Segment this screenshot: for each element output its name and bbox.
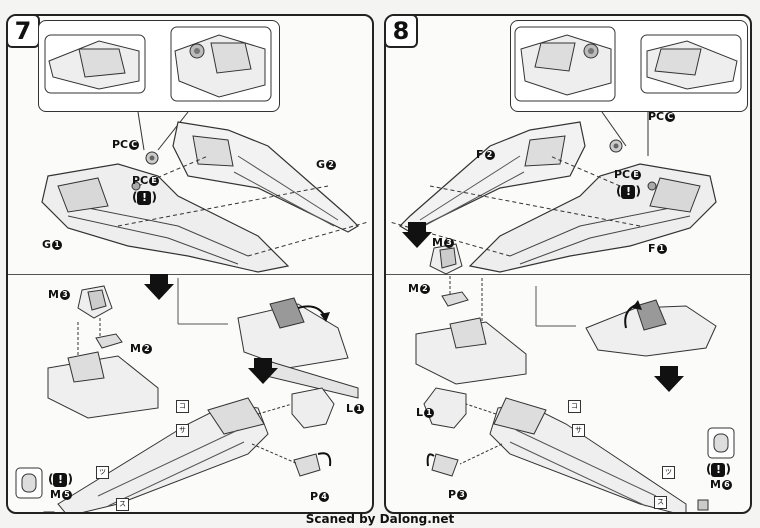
sticker-tag: コ [568,400,581,413]
sticker-tag: サ [572,424,585,437]
caution-mark: (!) [132,190,157,205]
step-number: 8 [386,16,418,48]
sticker-tag: サ [176,424,189,437]
down-arrow-icon [402,222,432,248]
section-divider [386,274,750,275]
scan-credit: Scaned by Dalong.net [305,512,455,526]
callout-lines [601,111,649,156]
sticker-tag: ス [654,496,667,509]
callout-lines [137,111,189,151]
final-assembly-drawing [15,387,335,512]
m-parts-subassembly [415,243,717,385]
detail-drawing [514,26,742,102]
sticker-tag: ツ [96,466,109,479]
caution-mark: (!) [616,184,641,199]
sticker-tag: コ [176,400,189,413]
section-divider [8,274,372,275]
down-arrow-icon [144,274,174,300]
step-8-panel: 8 [384,14,752,514]
detail-drawing [44,26,272,102]
sticker-tag: ツ [662,466,675,479]
detail-inset [510,20,748,112]
f-parts-assembly [389,121,717,273]
m-parts-subassembly [47,278,359,419]
sticker-tag: ス [116,498,129,511]
down-arrow-icon [654,366,684,392]
final-assembly-drawing [423,387,735,512]
caution-mark: (!) [706,462,731,477]
down-arrow-icon [248,358,278,384]
step-7-panel: 7 [6,14,374,514]
g-parts-assembly [41,121,369,273]
detail-inset [38,20,280,112]
caution-mark: (!) [48,472,73,487]
